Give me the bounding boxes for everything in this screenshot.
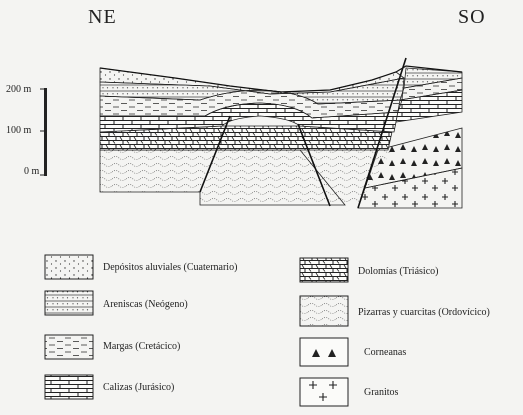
legend-swatch-dolomias: [299, 257, 349, 283]
scale-bar: [40, 88, 47, 176]
legend-label-granitos: Granitos: [364, 387, 399, 398]
cross-section: [99, 57, 463, 209]
fault-line-2: [297, 123, 331, 207]
legend-swatch-granitos: [299, 377, 349, 407]
legend-swatch-calizas: [44, 374, 94, 400]
legend-swatch-aluviales: [44, 254, 94, 280]
scale-label-0: 0 m: [24, 166, 40, 177]
fault-line-3: [357, 57, 407, 209]
legend-label-margas: Margas (Cretácico): [103, 341, 181, 352]
legend-label-pizarras: Pizarras y cuarcitas (Ordovícico): [358, 307, 490, 318]
legend-label-aluviales: Depósitos aluviales (Cuaternario): [103, 262, 238, 273]
layer-pizarras-east: [300, 150, 392, 205]
legend-label-calizas: Calizas (Jurásico): [103, 382, 175, 393]
legend-swatch-corneanas: [299, 337, 349, 367]
layer-areniscas-east: [403, 67, 463, 89]
legend-label-dolomias: Dolomías (Triásico): [358, 266, 439, 277]
topographic-surface: [99, 65, 463, 93]
legend-swatch-areniscas: [44, 290, 94, 316]
orientation-so-label: SO: [458, 6, 486, 28]
orientation-ne-label: NE: [88, 6, 117, 28]
legend-swatch-pizarras: [299, 295, 349, 327]
legend-label-corneanas: Corneanas: [364, 347, 407, 358]
scale-label-200: 200 m: [6, 84, 32, 95]
legend-swatch-margas: [44, 334, 94, 360]
legend: [44, 254, 349, 407]
scale-label-100: 100 m: [6, 125, 32, 136]
fault-line-1: [199, 115, 231, 193]
legend-label-areniscas: Areniscas (Neógeno): [103, 299, 188, 310]
